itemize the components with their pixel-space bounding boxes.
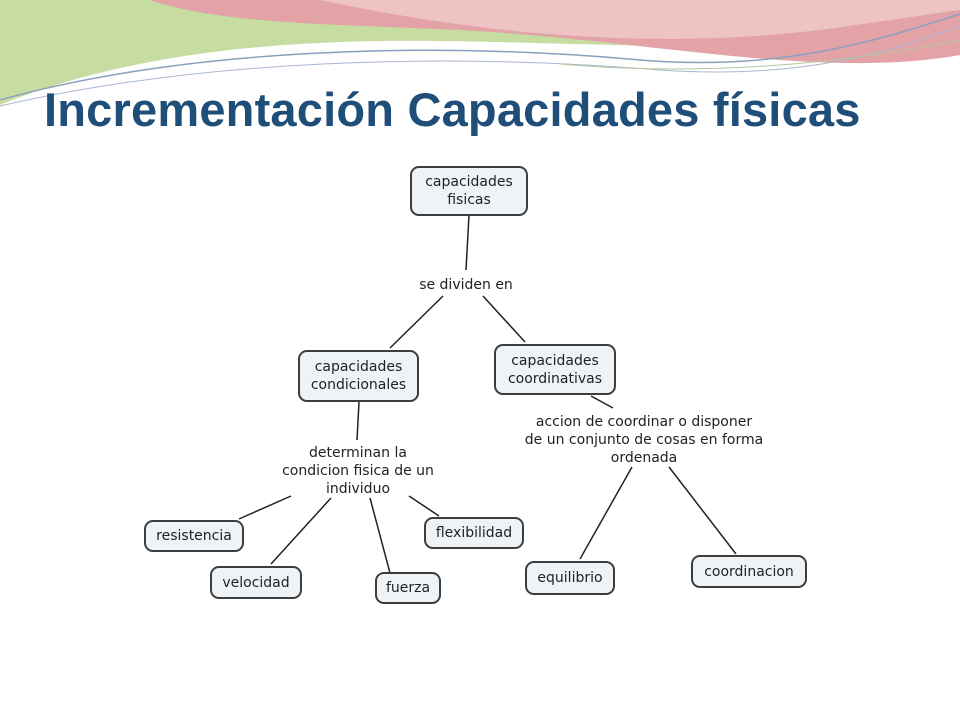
connector-link-to-right [482, 295, 526, 343]
connector-to-velocidad [270, 497, 332, 565]
banner-line-3 [559, 39, 960, 70]
connector-link-to-left [389, 295, 444, 349]
concept-fuerza: fuerza [375, 572, 441, 604]
concept-map: capacidades fisicas se dividen en capaci… [143, 160, 809, 608]
concept-flexibilidad: flexibilidad [424, 517, 524, 549]
concept-capacidades-coordinativas: capacidades coordinativas [494, 344, 616, 395]
connector-to-flexibilidad [408, 495, 440, 517]
banner-line-2 [0, 25, 960, 107]
concept-capacidades-fisicas: capacidades fisicas [410, 166, 528, 216]
connector-right-to-link [590, 395, 614, 409]
concept-capacidades-condicionales: capacidades condicionales [298, 350, 419, 402]
concept-map-connectors [238, 214, 737, 574]
banner-line-1 [0, 13, 960, 101]
connector-to-resistencia [238, 495, 292, 520]
concept-velocidad: velocidad [210, 566, 302, 599]
connector-root-to-link [465, 214, 470, 271]
connector-to-fuerza [369, 497, 391, 574]
link-se-dividen-en: se dividen en [419, 277, 513, 293]
link-accion-de-coordinar: accion de coordinar o disponer de un con… [524, 414, 764, 466]
concept-resistencia: resistencia [144, 520, 244, 552]
connector-to-equilibrio [579, 466, 633, 560]
connector-left-to-link [356, 401, 360, 441]
connector-to-coordinacion [668, 466, 737, 555]
concept-coordinacion: coordinacion [691, 555, 807, 588]
slide-title: Incrementación Capacidades físicas [44, 83, 861, 136]
concept-equilibrio: equilibrio [525, 561, 615, 595]
link-determinan-condicion: determinan la condicion fisica de un ind… [282, 445, 434, 497]
banner-white-swoosh [320, 0, 960, 39]
header-banner [0, 0, 960, 107]
